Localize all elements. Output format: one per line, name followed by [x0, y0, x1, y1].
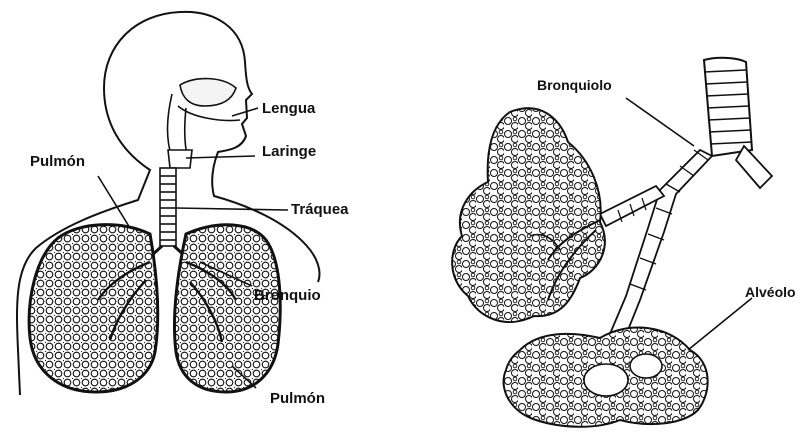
label-pulmon-bottom: Pulmón — [270, 391, 325, 406]
bronchiole-drawing — [452, 58, 772, 427]
label-pulmon-left: Pulmón — [30, 154, 85, 169]
lungs — [29, 225, 280, 392]
left-lung — [29, 225, 158, 392]
label-traquea: Tráquea — [291, 202, 349, 217]
label-bronquio: Bronquio — [254, 288, 321, 303]
label-lengua: Lengua — [262, 101, 315, 116]
alveolar-cluster-upper — [452, 108, 605, 322]
label-bronquiolo: Bronquiolo — [537, 78, 612, 92]
label-alveolo: Alvéolo — [745, 285, 796, 299]
right-lung — [174, 225, 280, 392]
label-laringe: Laringe — [262, 144, 316, 159]
